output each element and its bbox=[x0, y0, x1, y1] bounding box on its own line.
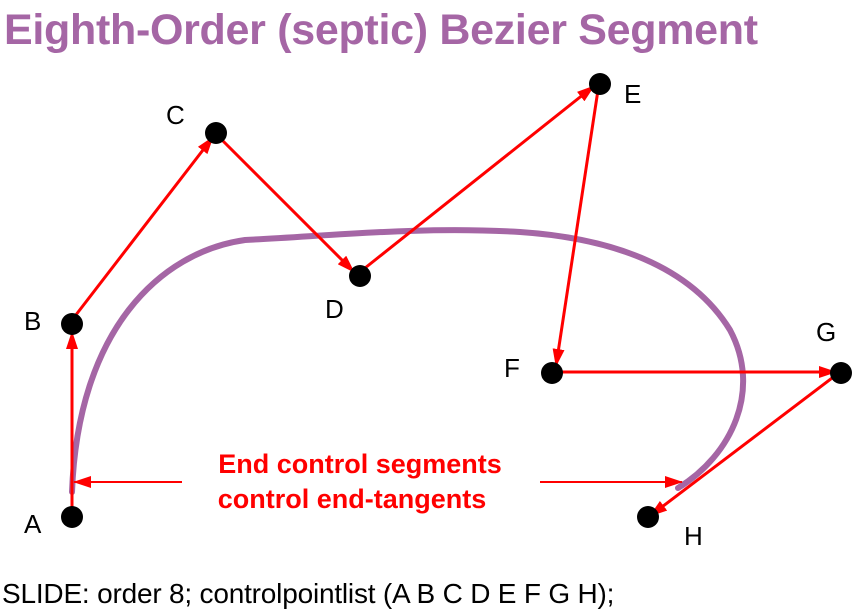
label-h: H bbox=[684, 521, 703, 551]
slide-title: Eighth-Order (septic) Bezier Segment bbox=[4, 6, 758, 54]
label-g: G bbox=[816, 317, 836, 347]
label-e: E bbox=[624, 79, 641, 109]
control-polygon bbox=[66, 84, 841, 518]
control-point-a bbox=[61, 506, 83, 528]
label-a: A bbox=[24, 509, 42, 539]
segment-c-d bbox=[216, 134, 356, 274]
control-point-labels: A B C D E F G H bbox=[24, 79, 836, 551]
label-d: D bbox=[325, 294, 344, 324]
label-c: C bbox=[166, 100, 185, 130]
segment-d-e bbox=[359, 84, 595, 274]
control-point-d bbox=[349, 265, 371, 287]
label-f: F bbox=[504, 353, 520, 383]
control-point-c bbox=[205, 122, 227, 144]
segment-g-h bbox=[649, 370, 841, 518]
control-point-f bbox=[541, 362, 563, 384]
control-point-b bbox=[61, 313, 83, 335]
segment-e-f bbox=[552, 89, 600, 367]
slide-command-caption: SLIDE: order 8; controlpointlist (A B C … bbox=[2, 578, 615, 609]
annotation: End control segments control end-tangent… bbox=[218, 449, 502, 514]
bezier-curve bbox=[69, 227, 747, 495]
annotation-line-2: control end-tangents bbox=[218, 484, 487, 514]
control-point-g bbox=[830, 362, 852, 384]
control-point-e bbox=[589, 73, 611, 95]
segment-b-c bbox=[70, 136, 215, 321]
annotation-line-1: End control segments bbox=[218, 449, 502, 479]
control-point-h bbox=[637, 506, 659, 528]
label-b: B bbox=[24, 306, 41, 336]
control-points bbox=[61, 73, 852, 528]
